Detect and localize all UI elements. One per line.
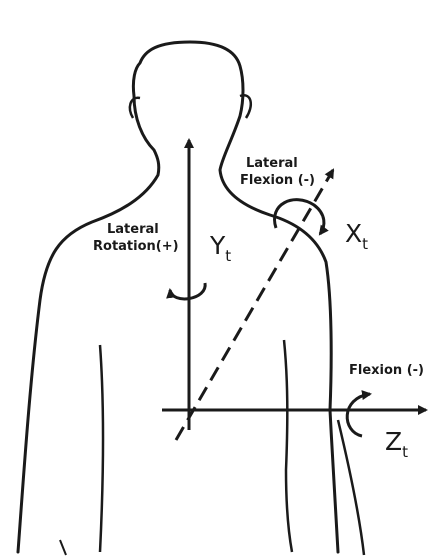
z-axis-letter: Z [385,427,402,456]
left-arm-inner-line [100,345,103,552]
y-axis-label: Yt [210,232,231,270]
y-axis-letter: Y [210,231,225,260]
lateral-rotation-label-line2: Rotation(+) [93,238,179,255]
z-axis-label: Zt [385,428,408,466]
x-axis-subscript: t [362,235,368,253]
lateral-rotation-label: Lateral Rotation(+) [93,221,179,255]
right-arm-inner-line [284,340,292,552]
lateral-flexion-label-line2: Flexion (-) [240,172,315,189]
left-arm-outer-line [60,540,66,555]
z-axis-subscript: t [402,443,408,461]
flexion-rotation-arrow [347,394,370,436]
y-axis-subscript: t [225,247,231,265]
right-arm-outer-line [338,420,364,555]
lateral-flexion-label: Lateral Flexion (-) [240,155,315,189]
lateral-rotation-label-line1: Lateral [93,221,179,238]
x-axis-label: Xt [345,220,368,258]
flexion-label: Flexion (-) [349,362,424,379]
lateral-flexion-label-line1: Lateral [240,155,315,172]
x-axis-letter: X [345,219,362,248]
